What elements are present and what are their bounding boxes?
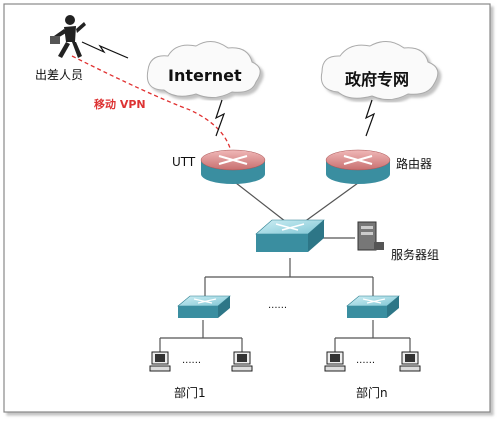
utt-label: UTT	[172, 155, 196, 169]
lightning-icon	[364, 99, 376, 137]
switch-icon	[346, 295, 400, 318]
router-icon	[200, 149, 266, 184]
lightning-icon	[81, 41, 129, 59]
internet-cloud-label: Internet	[168, 66, 242, 85]
pc-icon	[399, 351, 421, 372]
switch-dots: ......	[268, 300, 288, 311]
gov-net-cloud-label: 政府专网	[345, 70, 410, 89]
traveler-icon	[50, 15, 86, 58]
pc-dots-left: ......	[182, 355, 202, 366]
switch-icon	[177, 295, 231, 318]
router-icon	[325, 149, 391, 184]
traveler-label: 出差人员	[35, 68, 84, 82]
server-group-label: 服务器组	[391, 248, 440, 262]
cloud-icon	[320, 41, 439, 100]
switch-icon	[255, 219, 325, 252]
vpn-label: 移动 VPN	[94, 98, 146, 111]
lightning-icon	[214, 99, 226, 137]
deptn-label: 部门n	[356, 386, 388, 400]
cloud-icon	[146, 41, 261, 98]
pc-icon	[231, 351, 253, 372]
server-icon	[357, 221, 384, 251]
vpn-tunnel-line	[71, 55, 231, 149]
dept1-label: 部门1	[174, 386, 206, 400]
pc-dots-right: ......	[356, 355, 376, 366]
connection-lines	[159, 182, 411, 352]
pc-icon	[149, 351, 171, 372]
pc-icon	[324, 351, 346, 372]
router-label: 路由器	[396, 157, 433, 171]
